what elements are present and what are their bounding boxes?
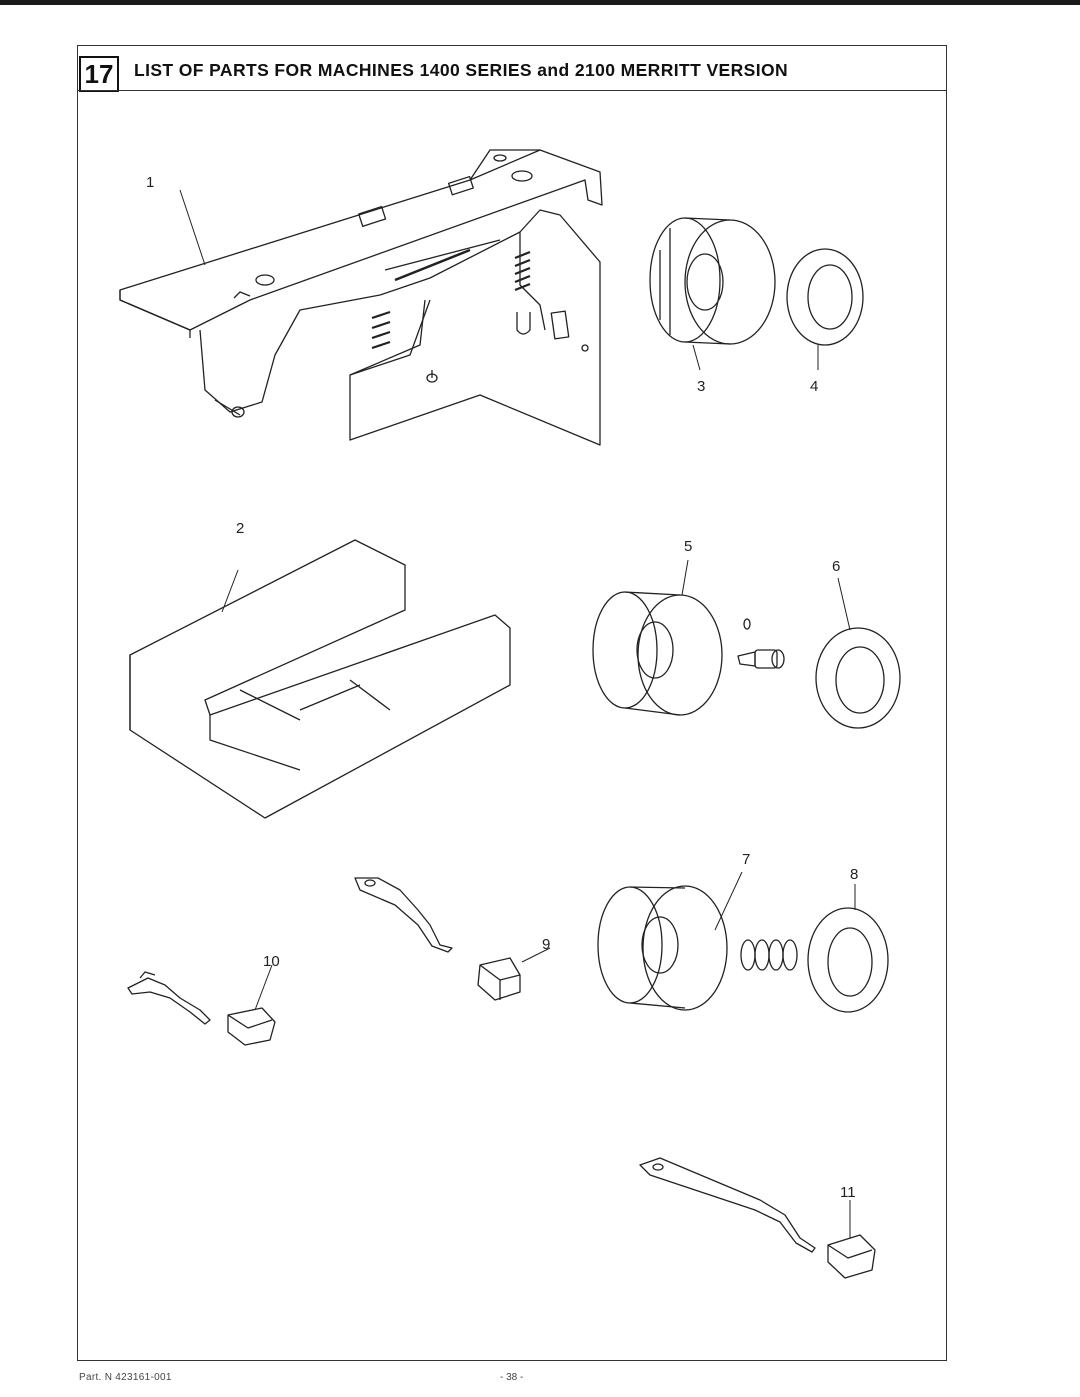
part-8-cap — [807, 884, 889, 1013]
part-4-cap — [786, 248, 864, 370]
callout-8: 8 — [850, 866, 859, 883]
section-number-box: 17 — [79, 56, 119, 92]
part-5-knob — [592, 559, 723, 716]
callout-9: 9 — [542, 936, 551, 953]
callout-10: 10 — [263, 953, 280, 970]
footer-part-number: Part. N 423161-001 — [79, 1372, 172, 1383]
page-frame — [77, 45, 947, 1360]
part-9-lever-and-block — [354, 877, 551, 1001]
callout-3: 3 — [697, 378, 706, 395]
frame-bottom-rule — [77, 1360, 947, 1361]
title-rule — [77, 90, 947, 91]
part-10-lever-and-block — [127, 964, 276, 1046]
callout-1: 1 — [146, 174, 155, 191]
callout-4: 4 — [810, 378, 819, 395]
callout-2: 2 — [236, 520, 245, 537]
footer-page-number: - 38 - — [500, 1372, 524, 1383]
part-7-knob-with-spring — [597, 871, 798, 1011]
part-3-knob — [649, 217, 776, 371]
callout-11: 11 — [840, 1184, 856, 1201]
top-border — [0, 0, 1080, 5]
part-1-frame-bracket — [119, 149, 603, 446]
callout-5: 5 — [684, 538, 693, 555]
callout-6: 6 — [832, 558, 841, 575]
page-title: LIST OF PARTS FOR MACHINES 1400 SERIES a… — [134, 60, 789, 80]
part-2-base-pad — [129, 539, 511, 819]
part-5-screw-and-shaft — [737, 618, 785, 669]
part-6-cap — [815, 577, 901, 729]
part-11-lever-and-block — [639, 1157, 876, 1279]
callout-7: 7 — [742, 851, 751, 868]
